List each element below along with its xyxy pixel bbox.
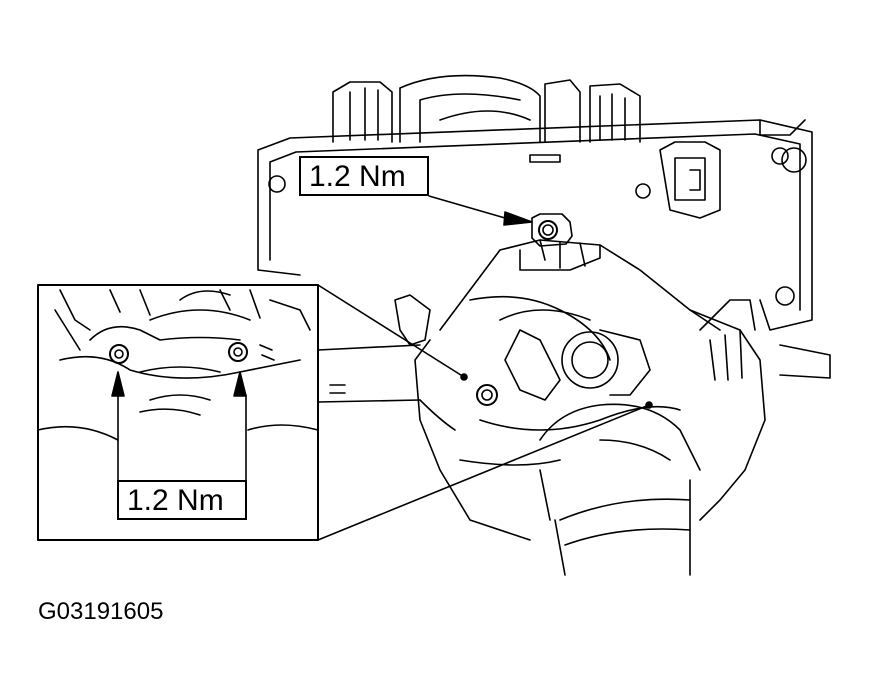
detail-leader-lower [317,404,650,541]
arrow-up-icon [233,371,247,397]
column-shaft [539,403,701,576]
arrow-right-icon [503,211,533,226]
bolt-icon [109,344,129,364]
bolt-icon [538,220,558,240]
leader-top [428,195,506,219]
mounting-plate [257,119,831,379]
bolt-icon [476,384,498,406]
center-bolt [460,373,653,409]
detail-leader-upper [317,284,465,378]
top-bolt [531,213,573,247]
bolt-icon [228,342,248,362]
torque-label-inset: 1.2 Nm [117,480,247,520]
arrow-up-icon [111,371,125,397]
torque-label-top: 1.2 Nm [299,156,429,196]
lower-housing [317,344,456,431]
upper-housing [332,74,641,143]
figure-id: G03191605 [38,598,164,625]
column-bracket [394,239,766,541]
